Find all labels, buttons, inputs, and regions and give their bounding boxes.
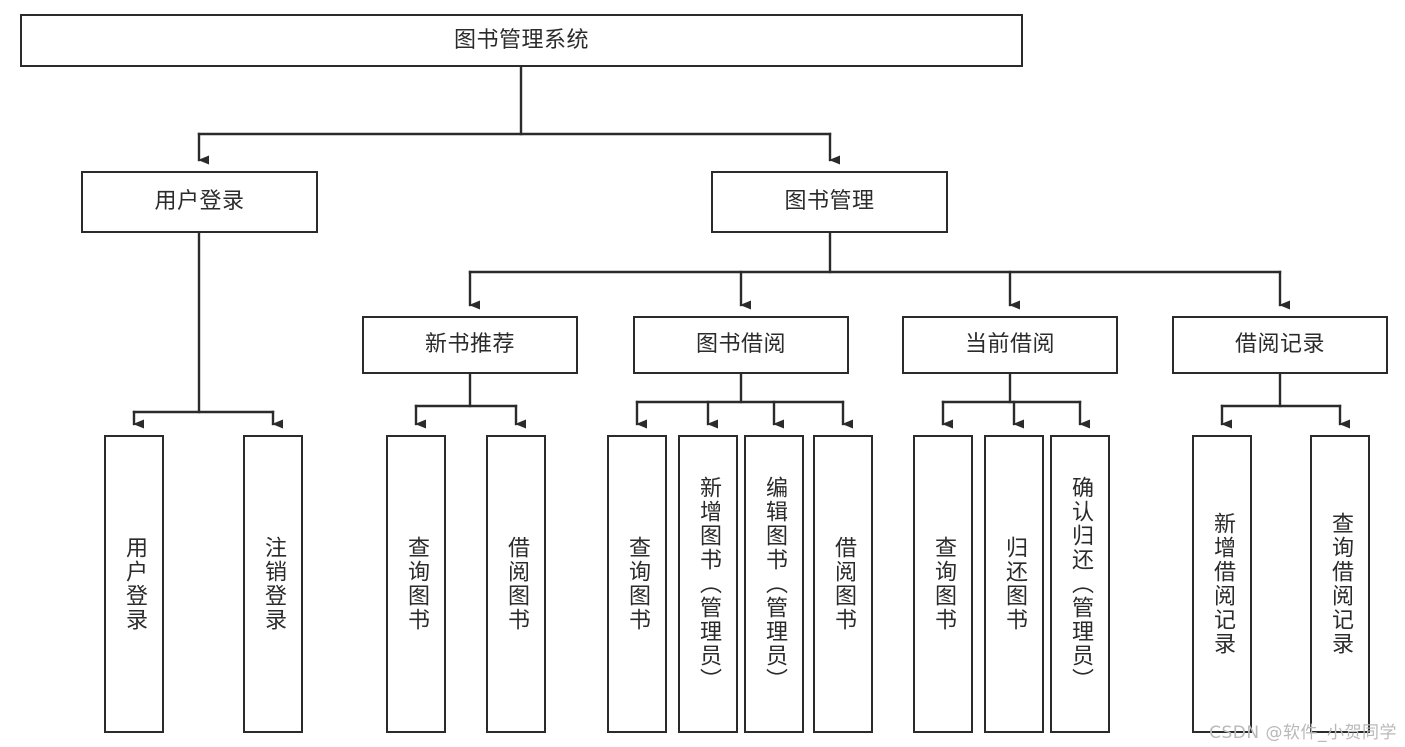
node-leaf-query-borrow-record[interactable]: 查询借阅记录 bbox=[1310, 435, 1370, 733]
node-leaf-borrow-book-2-label: 借阅图书 bbox=[831, 536, 856, 632]
node-leaf-confirm-return-admin[interactable]: 确认归还（管理员） bbox=[1050, 435, 1110, 733]
node-leaf-query-book-3-label: 查询图书 bbox=[931, 536, 956, 632]
node-borrow-record[interactable]: 借阅记录 bbox=[1172, 316, 1388, 374]
node-leaf-confirm-return-admin-label: 确认归还（管理员） bbox=[1068, 476, 1093, 692]
node-borrow-record-label: 借阅记录 bbox=[1234, 332, 1325, 358]
node-leaf-add-book-admin-label: 新增图书（管理员） bbox=[696, 476, 721, 692]
node-leaf-user-login-label: 用户登录 bbox=[122, 536, 147, 632]
node-leaf-query-book-2-label: 查询图书 bbox=[625, 536, 650, 632]
node-new-book-recommend-label: 新书推荐 bbox=[424, 332, 515, 358]
node-leaf-borrow-book-2[interactable]: 借阅图书 bbox=[813, 435, 873, 733]
node-leaf-add-borrow-record-label: 新增借阅记录 bbox=[1210, 512, 1235, 656]
node-leaf-edit-book-admin-label: 编辑图书（管理员） bbox=[762, 476, 787, 692]
node-user-login-label: 用户登录 bbox=[154, 189, 245, 215]
node-leaf-return-book-label: 归还图书 bbox=[1002, 536, 1027, 632]
node-current-borrow[interactable]: 当前借阅 bbox=[902, 316, 1118, 374]
node-leaf-query-book-3[interactable]: 查询图书 bbox=[913, 435, 973, 733]
node-user-login[interactable]: 用户登录 bbox=[81, 171, 318, 233]
node-book-manage-label: 图书管理 bbox=[784, 189, 875, 215]
node-leaf-query-book-1-label: 查询图书 bbox=[404, 536, 429, 632]
node-leaf-borrow-book-1[interactable]: 借阅图书 bbox=[486, 435, 546, 733]
node-leaf-query-book-2[interactable]: 查询图书 bbox=[607, 435, 667, 733]
csdn-watermark: CSDN @软件_小贺同学 bbox=[1209, 723, 1397, 743]
node-leaf-return-book[interactable]: 归还图书 bbox=[984, 435, 1044, 733]
node-leaf-logout[interactable]: 注销登录 bbox=[243, 435, 303, 733]
node-leaf-edit-book-admin[interactable]: 编辑图书（管理员） bbox=[744, 435, 804, 733]
node-leaf-logout-label: 注销登录 bbox=[261, 536, 286, 632]
node-leaf-add-book-admin[interactable]: 新增图书（管理员） bbox=[678, 435, 738, 733]
node-book-manage[interactable]: 图书管理 bbox=[711, 171, 948, 233]
node-current-borrow-label: 当前借阅 bbox=[964, 332, 1055, 358]
node-book-borrow[interactable]: 图书借阅 bbox=[633, 316, 849, 374]
node-book-borrow-label: 图书借阅 bbox=[695, 332, 786, 358]
node-root[interactable]: 图书管理系统 bbox=[20, 14, 1023, 67]
node-leaf-user-login[interactable]: 用户登录 bbox=[104, 435, 164, 733]
node-leaf-query-book-1[interactable]: 查询图书 bbox=[386, 435, 446, 733]
node-leaf-borrow-book-1-label: 借阅图书 bbox=[504, 536, 529, 632]
node-leaf-query-borrow-record-label: 查询借阅记录 bbox=[1328, 512, 1353, 656]
node-root-label: 图书管理系统 bbox=[453, 27, 589, 53]
node-leaf-add-borrow-record[interactable]: 新增借阅记录 bbox=[1192, 435, 1252, 733]
node-new-book-recommend[interactable]: 新书推荐 bbox=[362, 316, 578, 374]
